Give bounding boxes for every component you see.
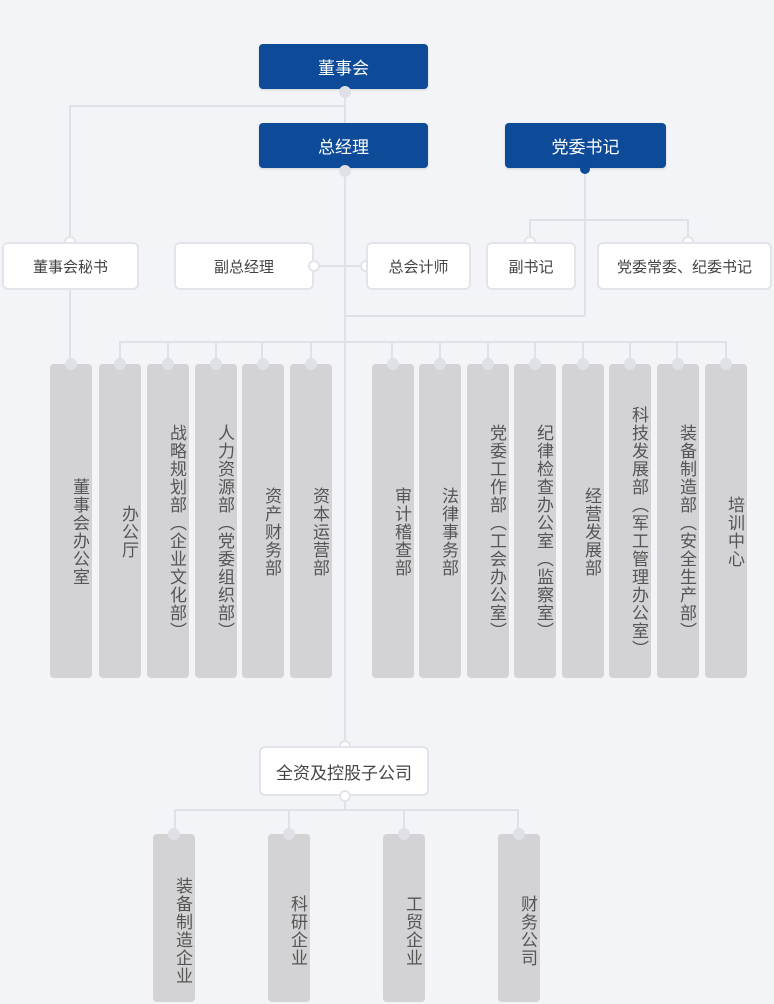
department-bar: 办公厅 [99,364,141,678]
department-label: 资本运营部 [309,487,329,577]
department-bar: 纪律检查办公室（监察室） [514,364,556,678]
party-standing-label: 党委常委、纪委书记 [616,257,752,276]
department-bar: 审计稽查部 [372,364,414,678]
general-manager-node: 总经理 [259,123,428,168]
department-bar: 人力资源部（党委组织部） [195,364,237,678]
deputy-gm-label: 副总经理 [213,257,274,276]
connector-dot [672,358,684,370]
department-bar: 董事会办公室 [50,364,92,678]
department-bar: 党委工作部（工会办公室） [467,364,509,678]
board-label: 董事会 [318,59,369,79]
connector-dot [339,165,351,177]
department-label: 资产财务部 [261,487,281,577]
chief-accountant-node: 总会计师 [366,242,471,290]
subsidiary-label: 装备制造企业 [172,877,192,985]
connector-dot [513,828,525,840]
party-secretary-label: 党委书记 [551,138,620,158]
connector-dot [482,358,494,370]
connector-dot [624,358,636,370]
board-node: 董事会 [259,44,428,89]
subsidiary-label: 工贸企业 [402,895,422,967]
department-bar: 资本运营部 [290,364,332,678]
department-label: 法律事务部 [438,487,458,577]
department-label: 战略规划部（企业文化部） [166,424,186,640]
connector-dot [398,828,410,840]
connector-dot [257,358,269,370]
connector-dot [577,358,589,370]
department-label: 人力资源部（党委组织部） [214,424,234,640]
department-bar: 经营发展部 [562,364,604,678]
department-label: 审计稽查部 [391,487,411,577]
department-bar: 资产财务部 [242,364,284,678]
subsidiary-group-node: 全资及控股子公司 [259,746,429,796]
department-label: 装备制造部（安全生产部） [676,424,696,640]
connector-dot [168,828,180,840]
connector-dot [387,358,399,370]
connector-dot [65,358,77,370]
subsidiary-label: 财务公司 [517,895,537,967]
connector-dot [305,358,317,370]
department-bar: 法律事务部 [419,364,461,678]
party-secretary-node: 党委书记 [505,123,666,168]
department-bar: 战略规划部（企业文化部） [147,364,189,678]
department-bar: 培训中心 [705,364,747,678]
subsidiary-bar: 装备制造企业 [153,834,195,1002]
department-label: 经营发展部 [581,487,601,577]
board-secretary-node: 董事会秘书 [2,242,139,290]
connector-dot [339,86,351,98]
subsidiary-label: 科研企业 [287,895,307,967]
connector-dot [529,358,541,370]
connector-dot [210,358,222,370]
subsidiary-bar: 工贸企业 [383,834,425,1002]
connector-dot [114,358,126,370]
deputy-secretary-node: 副书记 [486,242,576,290]
department-label: 董事会办公室 [69,478,89,586]
connector-dot [162,358,174,370]
connector-dot [339,790,351,802]
deputy-secretary-label: 副书记 [508,257,554,276]
department-label: 办公厅 [118,505,138,559]
connector-dot [720,358,732,370]
connector-dot [434,358,446,370]
subsidiary-group-label: 全资及控股子公司 [276,763,412,784]
connector-dot [580,164,590,174]
department-bar: 科技发展部（军工管理办公室） [609,364,651,678]
party-standing-node: 党委常委、纪委书记 [597,242,772,290]
department-label: 党委工作部（工会办公室） [486,424,506,640]
department-label: 纪律检查办公室（监察室） [533,424,553,640]
department-label: 科技发展部（军工管理办公室） [628,406,648,658]
connector-dot [283,828,295,840]
connector-dot [308,260,320,272]
subsidiary-bar: 科研企业 [268,834,310,1002]
department-bar: 装备制造部（安全生产部） [657,364,699,678]
chief-accountant-label: 总会计师 [388,257,449,276]
board-secretary-label: 董事会秘书 [32,257,108,276]
deputy-gm-node: 副总经理 [174,242,314,290]
general-manager-label: 总经理 [318,138,369,158]
department-label: 培训中心 [724,496,744,568]
subsidiary-bar: 财务公司 [498,834,540,1002]
